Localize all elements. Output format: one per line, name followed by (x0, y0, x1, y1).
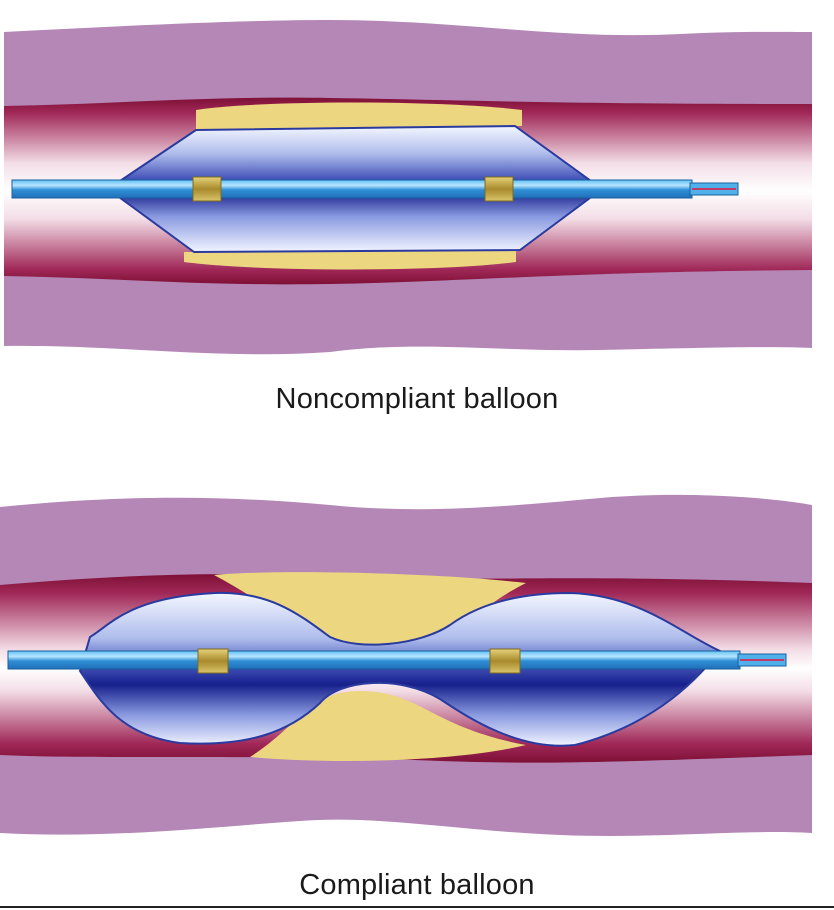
catheter-shaft (7, 650, 741, 670)
marker-band-right (489, 648, 521, 674)
compliant-caption: Compliant balloon (299, 869, 535, 901)
plaque-upper (196, 102, 522, 130)
marker-band-left (192, 176, 222, 202)
noncompliant-balloon-diagram (0, 0, 834, 360)
bottom-border (0, 906, 834, 908)
plaque-lower (184, 250, 516, 270)
noncompliant-caption: Noncompliant balloon (275, 383, 559, 415)
catheter-shaft (11, 179, 693, 199)
plaque-lower (250, 691, 526, 761)
marker-band-left (197, 648, 229, 674)
marker-band-right (484, 176, 514, 202)
compliant-balloon-diagram (0, 465, 834, 875)
